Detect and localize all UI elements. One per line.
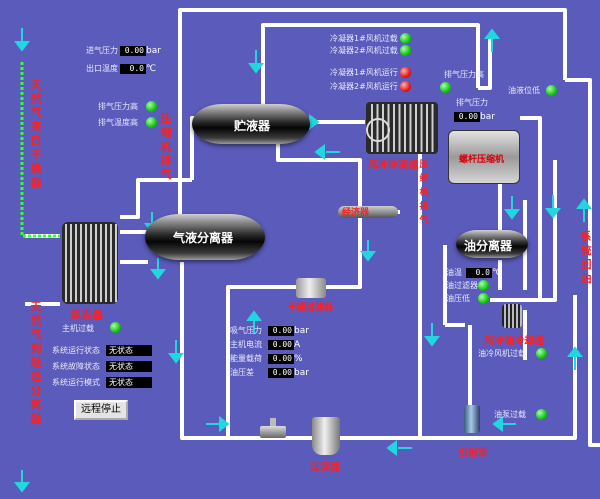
valve-stem (270, 418, 276, 426)
remote-stop-button[interactable]: 远程停止 (74, 400, 128, 420)
filter-label: 过滤器 (310, 462, 340, 473)
exhaust-temp-high-label: 排气温度高 (98, 118, 138, 127)
exhaust-high-indicator (440, 82, 451, 93)
filter-vessel[interactable] (312, 417, 340, 455)
exhaust-pressure-2-value: 0.00 (454, 112, 480, 122)
exhaust-pressure-2-unit: bar (480, 112, 495, 122)
inlet-pressure-label: 进气压力 (86, 46, 118, 55)
fan2-label: 冷凝器2#风机过载 (330, 46, 398, 55)
run-pressure-label: 吸气压力 (230, 326, 262, 335)
run-pressure-unit: bar (294, 326, 309, 336)
outlet-temp-label: 出口温度 (86, 64, 118, 73)
compressor-exhaust-label: 压缩机排气 (160, 112, 172, 181)
oil-separator-label: 油分离器 (464, 239, 513, 253)
oil-pressure-unit: bar (294, 368, 309, 378)
economizer[interactable] (338, 206, 398, 218)
gas-liquid-separator-label: 气液分离器 (173, 231, 234, 245)
host-overload-indicator (110, 322, 121, 333)
sys-alarm-label: 系统运行模式 (52, 378, 100, 387)
oil-temp-unit: ℃ (492, 268, 503, 278)
motor-current-unit: A (294, 340, 301, 350)
outlet-destination-label: 天然气到轻烃分离器 (30, 300, 42, 425)
inlet-pressure-unit: bar (146, 46, 161, 56)
sys-fault-value: 无状态 (106, 361, 152, 372)
compressor-exhaust-label-2: 压缩机排气 (419, 160, 429, 226)
oil-cooler-fan[interactable] (502, 304, 522, 328)
host-overload-label: 主机过载 (62, 324, 94, 333)
fan1-label: 冷凝器1#风机过载 (330, 34, 398, 43)
air-condenser-label: 风冷冷凝器 (368, 160, 418, 171)
storage-tank-label: 贮液器 (234, 119, 271, 133)
exhaust-high-label: 排气压力高 (444, 70, 484, 79)
oil-pressure-value: 0.00 (268, 368, 294, 378)
capacity-label: 能量载荷 (230, 354, 262, 363)
flow-arrow (14, 28, 30, 52)
fan3-indicator (400, 67, 411, 78)
pump-overload-label: 油泵过载 (494, 410, 526, 419)
pump-label: 引射泵 (458, 448, 488, 459)
oil-pressure-low-label: 油压低 (446, 294, 470, 303)
exhaust-temp-high-indicator (146, 117, 157, 128)
exhaust-pressure-high-indicator (146, 101, 157, 112)
oil-filter-label: 油过滤器 (446, 281, 478, 290)
motor-current-label: 主机电流 (230, 340, 262, 349)
fan4-indicator (400, 81, 411, 92)
system-oil-return-label: 系统回油 (580, 230, 592, 285)
air-condenser-coil[interactable] (362, 100, 442, 158)
oil-cooler-fault-label: 油冷风机过载 (478, 349, 526, 358)
screw-compressor-label: 螺杆压缩机 (459, 155, 505, 165)
exhaust-pressure-2-label: 排气压力 (456, 98, 488, 107)
capacity-unit: % (294, 354, 303, 364)
oil-level-low-label: 油液位低 (508, 86, 540, 95)
screw-compressor[interactable] (448, 130, 520, 184)
fan1-indicator (400, 33, 411, 44)
outlet-temp-value: 0.0 (120, 64, 146, 74)
oil-filter-indicator (478, 280, 489, 291)
inlet-pressure-value: 0.00 (120, 46, 146, 56)
fan3-label: 冷凝器1#风机运行 (330, 68, 398, 77)
oil-level-low-indicator (546, 85, 557, 96)
sys-fault-label: 系统故障状态 (52, 362, 100, 371)
sys-run-value: 无状态 (106, 345, 152, 356)
ejector-pump[interactable] (464, 405, 480, 433)
oil-cooler-label: 风冷油冷却器 (484, 336, 544, 347)
fan2-indicator (400, 45, 411, 56)
oil-cooler-fault-indicator (536, 348, 547, 359)
oil-temp-label: 油温 (446, 268, 462, 277)
valve[interactable] (260, 426, 286, 438)
sys-alarm-value: 无状态 (106, 377, 152, 388)
run-pressure-value: 0.00 (268, 326, 294, 336)
outlet-temp-unit: ℃ (146, 64, 157, 74)
capacity-value: 0.00 (268, 354, 294, 364)
evaporator-coil[interactable] (58, 218, 122, 308)
fan4-label: 冷凝器2#风机运行 (330, 82, 398, 91)
economizer-label: 经济器 (342, 208, 370, 218)
oil-pressure-low-indicator (478, 293, 489, 304)
exhaust-pressure-high-label: 排气压力高 (98, 102, 138, 111)
dry-filter-label: 干燥过滤器 (288, 303, 334, 313)
oil-separator[interactable] (456, 230, 528, 258)
oil-temp-value: 0.0 (466, 268, 492, 278)
oil-pressure-label: 油压差 (230, 368, 254, 377)
motor-current-value: 0.00 (268, 340, 294, 350)
storage-tank[interactable] (192, 104, 310, 144)
feed-source-label: 天然气来自干燥器 (30, 78, 42, 189)
evaporator-label: 蒸发器 (70, 308, 103, 321)
sys-run-label: 系统运行状态 (52, 346, 100, 355)
pump-overload-indicator (536, 409, 547, 420)
gas-liquid-separator[interactable] (145, 214, 265, 260)
dry-filter[interactable] (296, 278, 326, 298)
